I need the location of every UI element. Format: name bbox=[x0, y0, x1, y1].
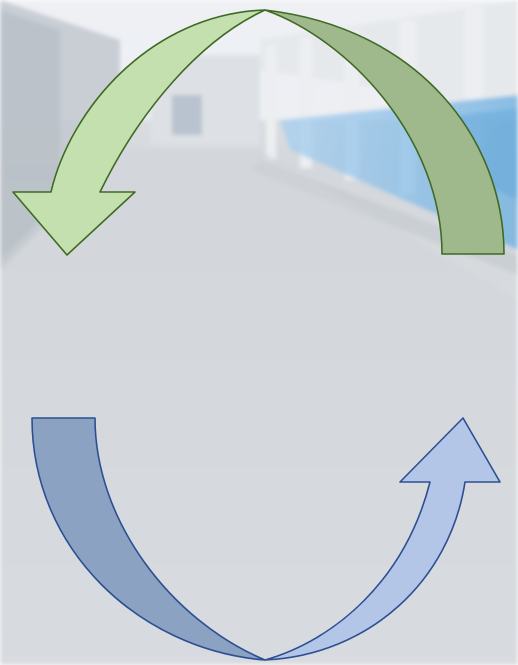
far-doorway bbox=[172, 95, 202, 135]
column-1 bbox=[266, 45, 276, 160]
